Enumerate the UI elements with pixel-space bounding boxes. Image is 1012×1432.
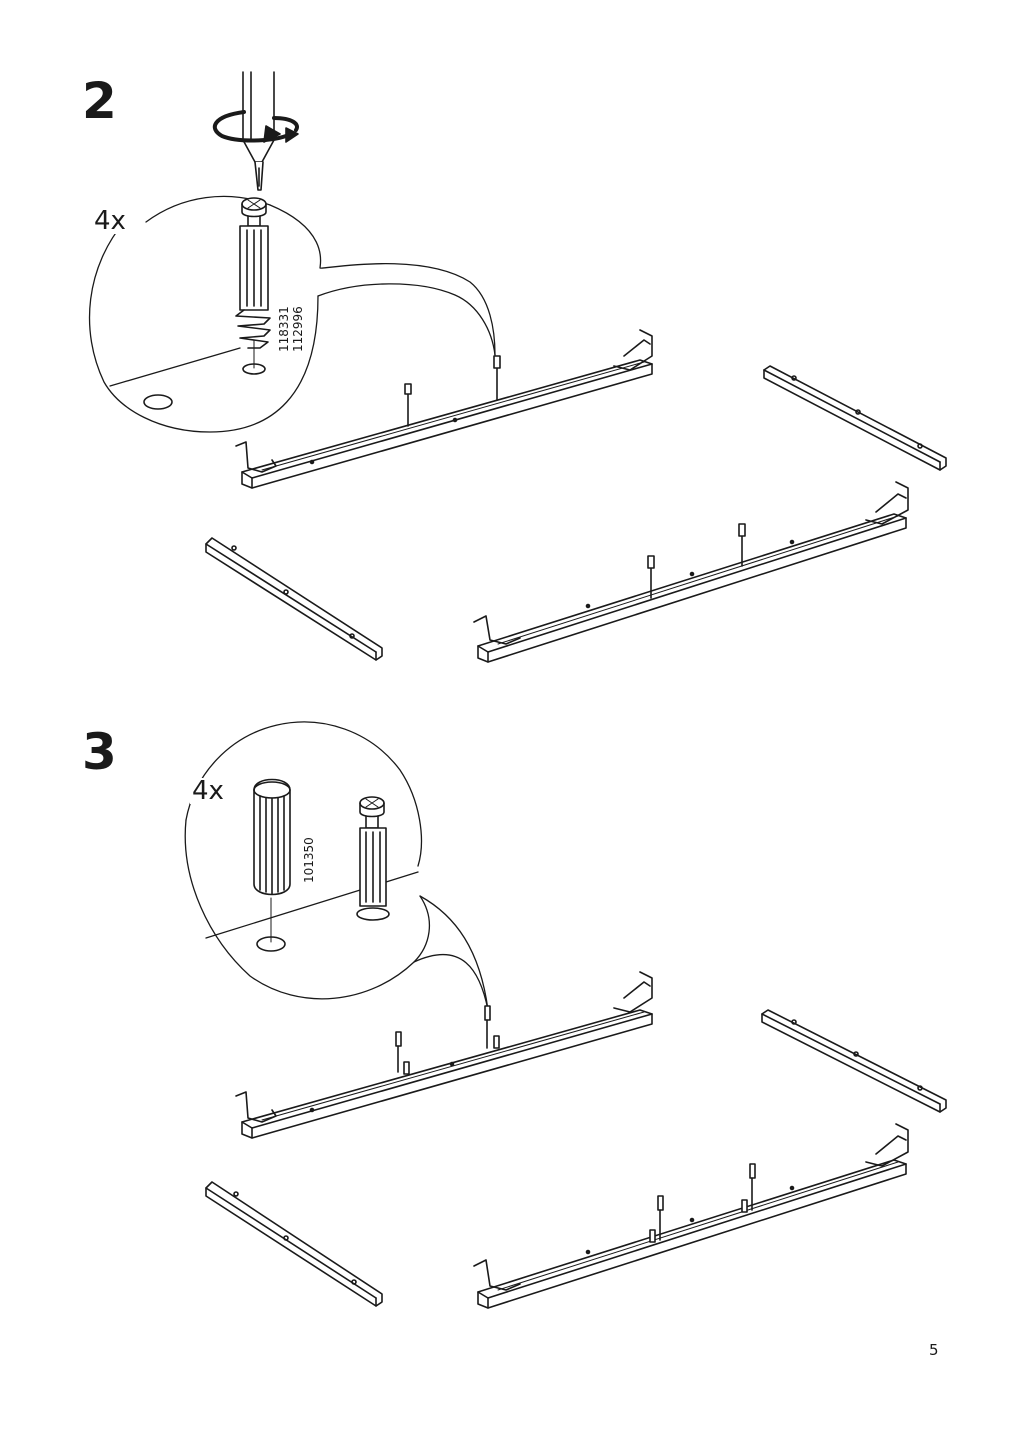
- step2-quantity-label: 4x: [92, 206, 128, 236]
- frame-rail-icon: [235, 971, 653, 1139]
- detail-bubble: [88, 195, 496, 433]
- frame-rail-icon: [473, 1123, 909, 1309]
- page-number: 5: [929, 1341, 939, 1359]
- step2-illustration: [88, 71, 947, 663]
- frame-rail-icon: [235, 329, 653, 489]
- step3-illustration: [184, 721, 947, 1309]
- wooden-dowel-icon: [253, 778, 291, 896]
- end-board-icon: [763, 365, 947, 471]
- part-code-label: 101350: [302, 837, 316, 883]
- cam-bolt-icon: [235, 197, 271, 349]
- rotation-arrow-icon: [212, 110, 299, 143]
- step-number-2: 2: [82, 72, 117, 130]
- end-board-icon: [205, 537, 383, 661]
- end-board-icon: [761, 1009, 947, 1113]
- step-number-3: 3: [82, 723, 117, 781]
- detail-bubble: [184, 721, 489, 1011]
- cam-bolt-icon: [356, 796, 390, 921]
- part-code-label: 112996: [291, 306, 305, 352]
- step3-quantity-label: 4x: [190, 776, 226, 806]
- part-code-label: 118331: [277, 306, 291, 352]
- frame-rail-icon: [473, 481, 909, 663]
- end-board-icon: [205, 1181, 383, 1307]
